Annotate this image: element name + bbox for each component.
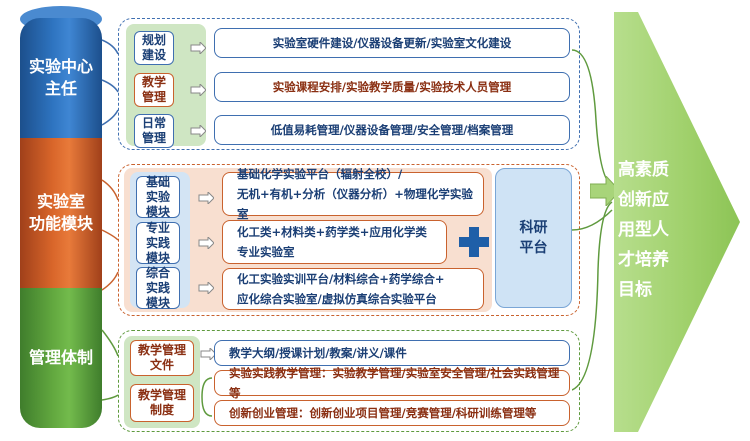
basic-module-item: 基础化学实验平台（辐射全校）/ 无机+有机+分析（仪器分析）+物理化学实验室 xyxy=(222,167,484,221)
goal-connectors xyxy=(572,49,613,391)
basic-module-label: 基础实验模块 xyxy=(136,174,180,219)
comp-item-l2: 应化综合实验室/虚拟仿真综合实验平台 xyxy=(237,292,437,306)
planning-item: 实验室硬件建设/仪器设备更新/实验室文化建设 xyxy=(214,28,570,58)
doc-l2: 文件 xyxy=(149,358,174,372)
arrow-right-icon xyxy=(198,192,214,204)
comprehensive-module-label: 综合实践模块 xyxy=(136,265,180,310)
prof-item-l2: 专业实验室 xyxy=(237,245,295,259)
bracket-connector xyxy=(201,377,213,417)
comprehensive-module-item: 化工实验实训平台/材料综合+药学综合+ 应化综合实验室/虚拟仿真综合实验平台 xyxy=(222,268,484,310)
arrow-right-icon xyxy=(190,125,206,137)
seg2-line2: 功能模块 xyxy=(28,214,93,233)
planning-label: 规划建设 xyxy=(134,31,174,65)
arrow-right-icon xyxy=(198,237,214,249)
daily-mgmt-label: 日常管理 xyxy=(134,114,174,148)
research-l1: 科研 xyxy=(519,220,548,236)
management-system-segment: 管理体制 xyxy=(20,288,102,428)
doc-l1: 教学管理 xyxy=(137,343,186,357)
goal-line3: 用型人 xyxy=(618,220,669,240)
planning-l2: 建设 xyxy=(141,48,166,62)
prof-l1: 专业 xyxy=(145,220,170,235)
prof-l2: 实践 xyxy=(145,235,170,250)
connector-lines xyxy=(101,39,119,401)
group-module-frame xyxy=(118,164,580,316)
basic-item-l1: 基础化学实验平台（辐射全校）/ xyxy=(237,167,403,181)
planning-item-text: 实验室硬件建设/仪器设备更新/实验室文化建设 xyxy=(272,36,512,50)
practice-mgmt-item: 实验实践教学管理：实验教学管理/实验室安全管理/社会实践管理等 xyxy=(214,366,570,400)
doc-item-text: 教学大纲/授课计划/教案/讲义/课件 xyxy=(229,346,407,360)
seg3-text: 管理体制 xyxy=(28,348,93,367)
prof-l3: 模块 xyxy=(145,250,170,265)
teaching-item-text: 实验课程安排/实验教学质量/实验技术人员管理 xyxy=(272,80,512,94)
lab-director-segment: 实验中心主任 xyxy=(20,18,102,138)
daily-item: 低值易耗管理/仪器设备管理/安全管理/档案管理 xyxy=(214,115,570,145)
goal-text: 高素质 创新应 用型人 才培养 目标 xyxy=(618,155,698,305)
goal-line2: 创新应 xyxy=(618,190,669,210)
teaching-mgmt-label: 教学管理 xyxy=(134,73,174,107)
arrow-right-icon xyxy=(190,84,206,96)
seg1-line1: 实验中心 xyxy=(28,57,93,76)
teaching-item: 实验课程安排/实验教学质量/实验技术人员管理 xyxy=(214,72,570,102)
arrow-right-icon xyxy=(190,42,206,54)
teaching-rule-label: 教学管理制度 xyxy=(130,384,194,422)
teaching-l1: 教学 xyxy=(141,75,166,89)
professional-module-label: 专业实践模块 xyxy=(136,220,180,265)
teaching-doc-item: 教学大纲/授课计划/教案/讲义/课件 xyxy=(214,340,570,366)
professional-module-item: 化工类+材料类+药学类+应用化学类专业实验室 xyxy=(222,220,447,264)
research-platform-box: 科研平台 xyxy=(495,168,572,308)
group-management-frame xyxy=(118,330,580,432)
comp-item-l1: 化工实验实训平台/材料综合+药学综合+ xyxy=(237,272,445,286)
planning-l1: 规划 xyxy=(141,33,166,47)
daily-item-text: 低值易耗管理/仪器设备管理/安全管理/档案管理 xyxy=(270,123,514,137)
daily-l2: 管理 xyxy=(141,131,166,145)
rule-l2: 制度 xyxy=(149,403,174,417)
prof-item-l1: 化工类+材料类+药学类+应用化学类 xyxy=(237,225,427,239)
group-director-frame xyxy=(118,18,580,150)
innovation-item-text: 创新创业管理：创新创业项目管理/竞赛管理/科研训练管理等 xyxy=(229,406,537,420)
comp-l2: 实践 xyxy=(145,280,170,295)
goal-line4: 才培养 xyxy=(618,250,669,270)
rule-l1: 教学管理 xyxy=(137,388,186,402)
innovation-mgmt-item: 创新创业管理：创新创业项目管理/竞赛管理/科研训练管理等 xyxy=(214,400,570,426)
practice-item-text: 实验实践教学管理：实验教学管理/实验室安全管理/社会实践管理等 xyxy=(229,366,560,400)
teaching-l2: 管理 xyxy=(141,90,166,104)
research-l2: 平台 xyxy=(519,240,548,256)
basic-item-l2: 无机+有机+分析（仪器分析）+物理化学实验室 xyxy=(237,187,473,221)
comp-l1: 综合 xyxy=(145,265,170,280)
comp-l3: 模块 xyxy=(145,295,170,310)
small-goal-arrow xyxy=(589,174,621,208)
daily-l1: 日常 xyxy=(141,116,166,130)
basic-l2: 实验 xyxy=(145,189,170,204)
arrow-right-icon xyxy=(198,282,214,294)
arrow-right-icon xyxy=(200,348,216,360)
seg2-line1: 实验室 xyxy=(36,192,85,211)
goal-arrow xyxy=(614,12,740,432)
teaching-doc-label: 教学管理文件 xyxy=(130,340,194,376)
goal-line5: 目标 xyxy=(618,280,652,300)
basic-l3: 模块 xyxy=(145,204,170,219)
basic-l1: 基础 xyxy=(145,174,170,189)
goal-line1: 高素质 xyxy=(618,160,669,180)
function-module-segment: 实验室功能模块 xyxy=(20,138,102,288)
seg1-line2: 主任 xyxy=(44,79,77,98)
plus-icon xyxy=(459,227,489,257)
